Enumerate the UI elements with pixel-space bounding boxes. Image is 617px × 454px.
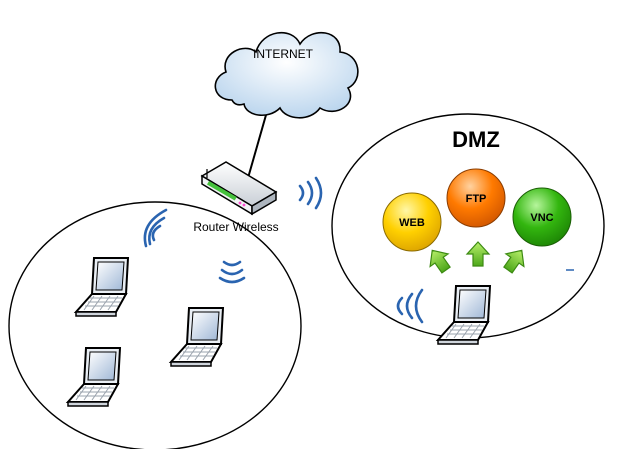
laptop-icon <box>170 307 224 367</box>
uplink-line <box>247 107 269 179</box>
laptop-icon <box>67 347 121 407</box>
wifi-router-to-lan-icon <box>143 208 168 248</box>
arrow-up-icon <box>498 243 532 277</box>
wifi-dmz-laptop-icon <box>396 288 424 324</box>
laptop-icon <box>75 257 129 317</box>
router-icon <box>200 161 278 216</box>
internet-label: INTERNET <box>253 47 314 61</box>
dmz-title: DMZ <box>452 127 500 152</box>
service-web-label: WEB <box>399 217 425 229</box>
laptop-icon <box>437 285 491 345</box>
service-ftp: FTP <box>446 168 506 228</box>
service-vnc-label: VNC <box>530 212 553 224</box>
internet-cloud <box>214 31 359 119</box>
wifi-lan-center-icon <box>218 260 246 284</box>
arrow-up-icon <box>422 243 456 277</box>
wifi-router-to-dmz-icon <box>298 176 323 210</box>
service-ftp-label: FTP <box>466 193 487 205</box>
service-vnc: VNC <box>512 187 572 247</box>
lan-circle <box>8 201 302 451</box>
service-web: WEB <box>382 192 442 252</box>
arrow-up-icon <box>466 241 490 267</box>
router-label: Router Wireless <box>193 220 278 234</box>
